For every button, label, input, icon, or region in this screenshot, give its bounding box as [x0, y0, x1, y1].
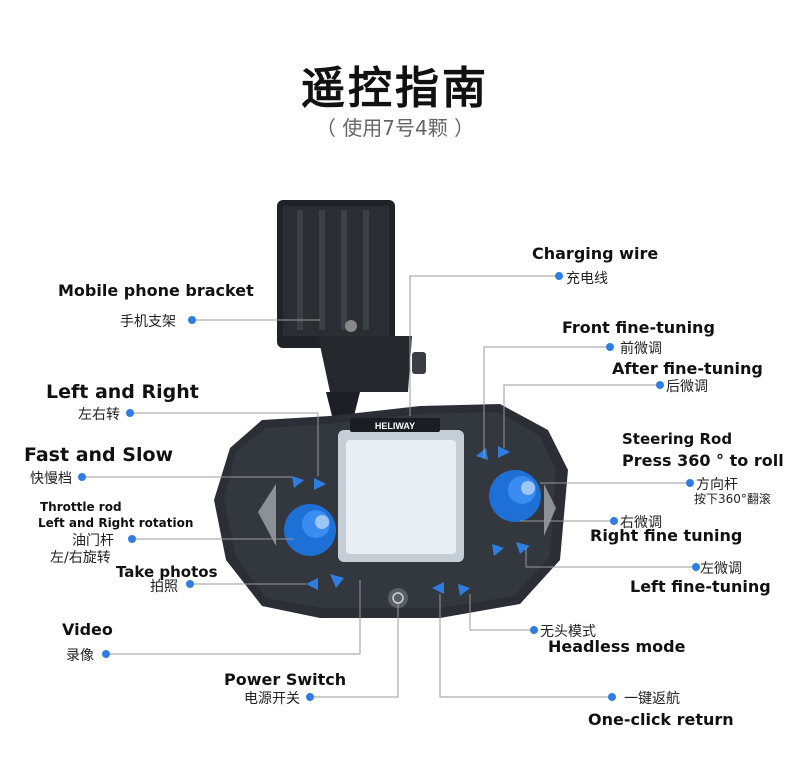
phone-bracket — [277, 200, 426, 432]
label-throttle-en-1: Throttle rod — [40, 500, 122, 514]
power-switch-icon — [388, 588, 408, 608]
label-fast-slow-en: Fast and Slow — [24, 444, 174, 466]
label-front-zh: 前微调 — [620, 341, 662, 357]
label-video-en: Video — [62, 620, 113, 639]
label-charging-en: Charging wire — [532, 244, 659, 263]
label-mobile-bracket-zh: 手机支架 — [120, 314, 176, 330]
label-left-right-en: Left and Right — [46, 381, 199, 403]
label-power-zh: 电源开关 — [244, 691, 300, 707]
callout-dots — [78, 272, 700, 701]
label-power-en: Power Switch — [224, 670, 347, 689]
label-left-right-zh: 左右转 — [78, 407, 120, 423]
label-left-fine-zh: 左微调 — [700, 561, 742, 577]
trim-buttons — [292, 446, 530, 596]
page-subtitle: （ 使用7号4颗 ） — [315, 116, 475, 140]
label-return-en: One-click return — [588, 710, 734, 729]
label-right-fine-zh: 右微调 — [620, 515, 662, 531]
label-mobile-bracket-en: Mobile phone bracket — [58, 281, 254, 300]
label-return-zh: 一键返航 — [624, 691, 680, 707]
label-right-fine-en: Right fine tuning — [590, 526, 743, 545]
label-after-en: After fine-tuning — [612, 359, 763, 378]
label-headless-zh: 无头模式 — [540, 624, 596, 640]
brand-logo: HELIWAY — [375, 421, 415, 431]
label-throttle-en-2: Left and Right rotation — [38, 516, 194, 530]
label-steering-en-2: Press 360 ° to roll — [622, 451, 784, 470]
label-steering-en-1: Steering Rod — [622, 430, 733, 448]
label-throttle-zh-1: 油门杆 — [72, 533, 114, 549]
label-fast-slow-zh: 快慢档 — [30, 471, 72, 487]
left-joystick — [284, 504, 336, 556]
label-front-en: Front fine-tuning — [562, 318, 715, 337]
label-throttle-zh-2: 左/右旋转 — [50, 550, 111, 566]
label-steering-zh-1: 方向杆 — [696, 477, 738, 493]
leader-lines — [82, 275, 696, 698]
label-video-zh: 录像 — [66, 648, 94, 664]
label-after-zh: 后微调 — [666, 379, 708, 395]
label-headless-en: Headless mode — [548, 637, 686, 656]
power-symbol-icon — [392, 592, 404, 604]
label-left-fine-en: Left fine-tuning — [630, 577, 771, 596]
display-window — [338, 418, 464, 562]
label-photos-zh: 拍照 — [150, 579, 178, 595]
right-joystick — [489, 470, 541, 522]
page-title: 遥控指南 — [301, 63, 489, 114]
label-steering-zh-2: 按下360°翻滚 — [694, 492, 771, 506]
label-charging-zh: 充电线 — [566, 271, 608, 287]
label-photos-en: Take photos — [116, 563, 218, 581]
